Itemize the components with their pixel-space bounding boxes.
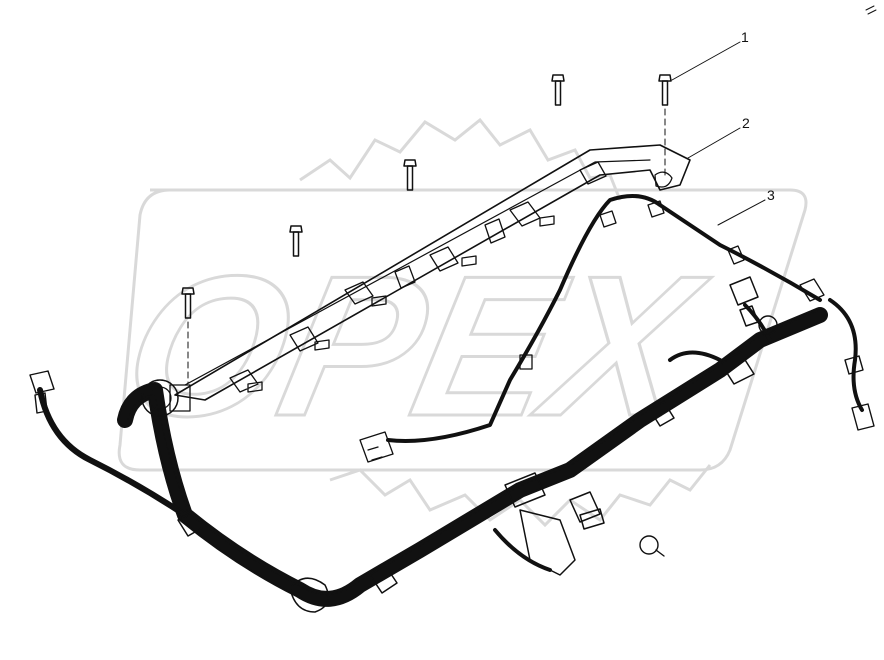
rail-clips — [229, 161, 607, 393]
watermark-text: OPEX — [108, 234, 721, 457]
watermark-logo: OPEX — [106, 117, 808, 528]
callout-3-label: 3 — [767, 187, 775, 203]
bolt — [181, 287, 195, 384]
bolt — [658, 74, 672, 176]
bolt — [551, 74, 565, 106]
bolt — [403, 159, 417, 191]
thin-harness — [359, 194, 825, 463]
ring-terminal — [639, 535, 665, 557]
callout-2-label: 2 — [742, 115, 750, 131]
round-connector — [141, 379, 179, 417]
callouts: 1 2 3 — [671, 29, 775, 226]
bolt-group — [181, 74, 672, 384]
elbow-sleeve — [289, 577, 330, 613]
callout-2-leader — [687, 127, 741, 159]
callout-3-leader — [717, 199, 766, 226]
main-harness — [29, 276, 875, 613]
watermark-outline — [117, 188, 808, 472]
bracket-rail — [174, 144, 691, 401]
right-connector — [719, 351, 755, 385]
bolt — [289, 225, 303, 257]
corner-mark — [865, 5, 877, 15]
callout-1-label: 1 — [741, 29, 749, 45]
callout-1-leader — [671, 41, 741, 81]
